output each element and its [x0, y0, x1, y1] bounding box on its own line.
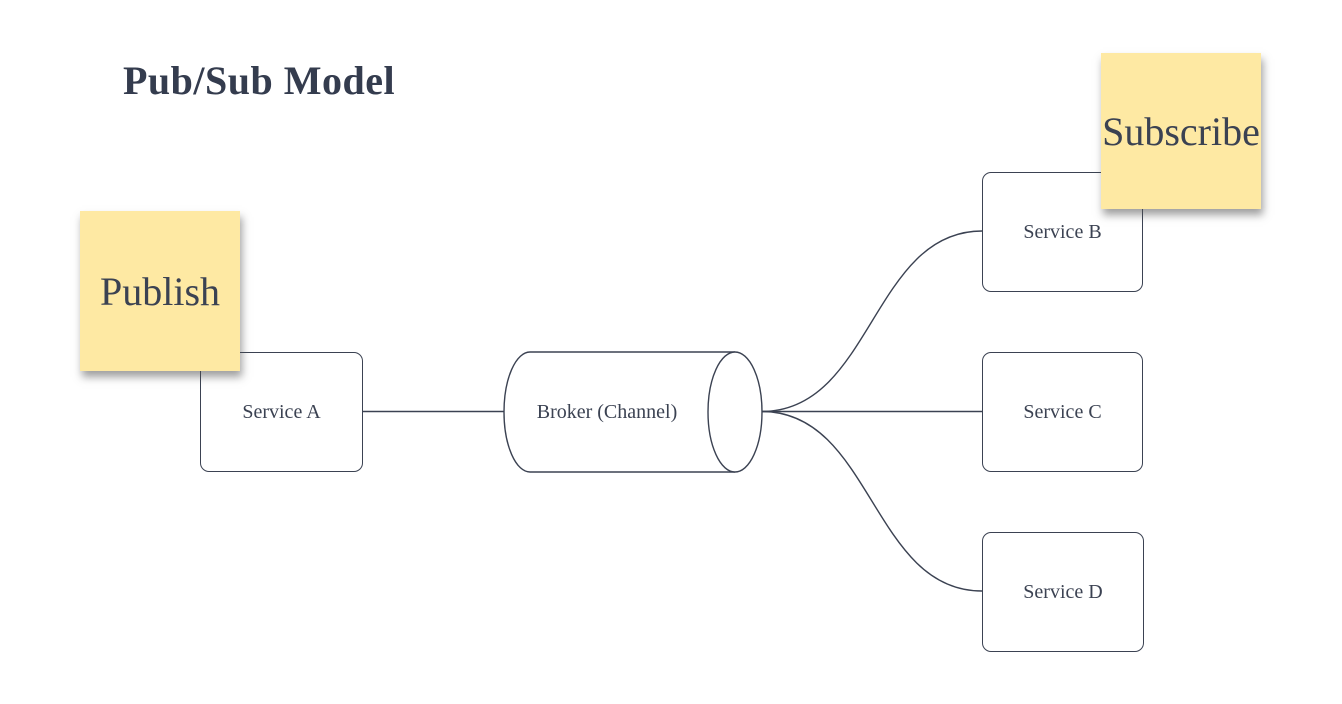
- broker-cylinder-body: [504, 352, 735, 472]
- broker-cylinder-shape[interactable]: [503, 351, 763, 473]
- diagram-title: Pub/Sub Model: [123, 58, 396, 103]
- node-service-a-label: Service A: [242, 400, 321, 423]
- node-service-d[interactable]: Service D: [982, 532, 1144, 652]
- edge-broker-to-service-b: [761, 230, 983, 413]
- broker-cylinder-end-cap: [707, 351, 763, 473]
- node-broker[interactable]: Broker (Channel): [505, 353, 709, 471]
- edge-broker-to-service-d: [761, 410, 983, 592]
- node-broker-label: Broker (Channel): [536, 400, 678, 423]
- sticky-note-publish[interactable]: Publish: [80, 211, 240, 371]
- sticky-note-subscribe[interactable]: Subscribe: [1101, 53, 1261, 209]
- broker-cylinder-outline: [503, 351, 735, 473]
- node-service-b-label: Service B: [1023, 220, 1102, 243]
- node-service-d-label: Service D: [1023, 580, 1103, 603]
- sticky-note-subscribe-label: Subscribe: [1102, 108, 1260, 154]
- sticky-note-publish-label: Publish: [99, 268, 221, 314]
- node-service-c-label: Service C: [1023, 400, 1102, 423]
- node-service-a[interactable]: Service A: [200, 352, 363, 472]
- node-service-c[interactable]: Service C: [982, 352, 1143, 472]
